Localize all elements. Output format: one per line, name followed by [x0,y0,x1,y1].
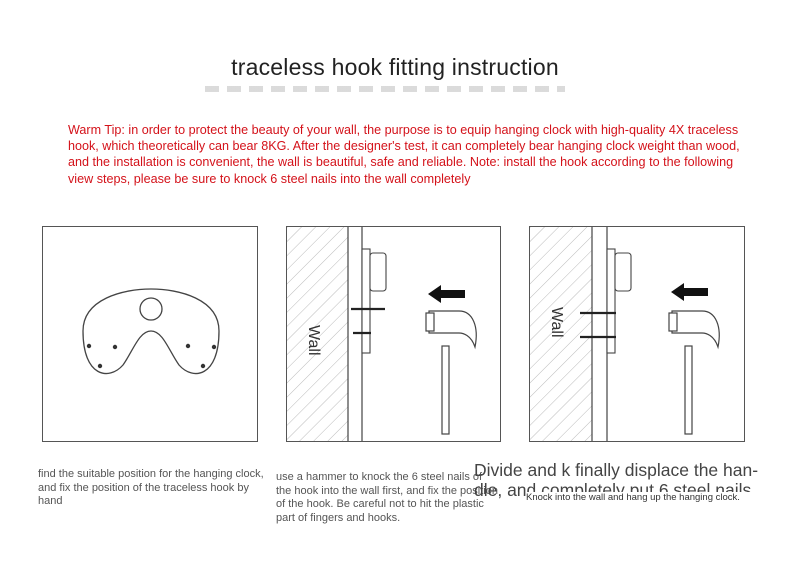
hammer-icon [668,310,720,435]
warm-tip-text: Warm Tip: in order to protect the beauty… [68,123,740,186]
step1-illustration [42,226,258,442]
nail-dot [86,343,92,349]
hook-body-shape [82,288,220,375]
hammer-icon [425,310,477,435]
nail-dot [185,343,191,349]
left-arrow-icon [671,283,708,301]
step1-caption: find the suitable position for the hangi… [38,468,264,507]
nail-dot [97,363,103,369]
title-mirror-artifact [205,86,565,92]
hook-installed-drawing: Wall [530,227,720,441]
hook-knob [614,252,632,292]
hammer-wall-drawing: Wall [287,227,477,441]
nail-dot [112,344,118,350]
hook-base [361,248,371,354]
step3-illustration: Wall [529,226,745,442]
hook-center-hole [139,297,163,321]
step3-caption-small: Knock into the wall and hang up the hang… [526,492,786,504]
wall-hatch [287,227,348,441]
nail-dot [211,344,217,350]
step2-caption: use a hammer to knock the 6 steel nails … [276,471,498,524]
wall-label: Wall [548,307,565,338]
hook-base [606,248,616,354]
wall-label: Wall [305,325,322,356]
step2-illustration: Wall [286,226,501,442]
hook-outline-drawing [82,288,220,375]
wall-hatch [530,227,592,441]
nail-dot [200,363,206,369]
hook-knob [369,252,387,292]
page-title: traceless hook fitting instruction [231,54,559,80]
left-arrow-icon [428,285,465,303]
